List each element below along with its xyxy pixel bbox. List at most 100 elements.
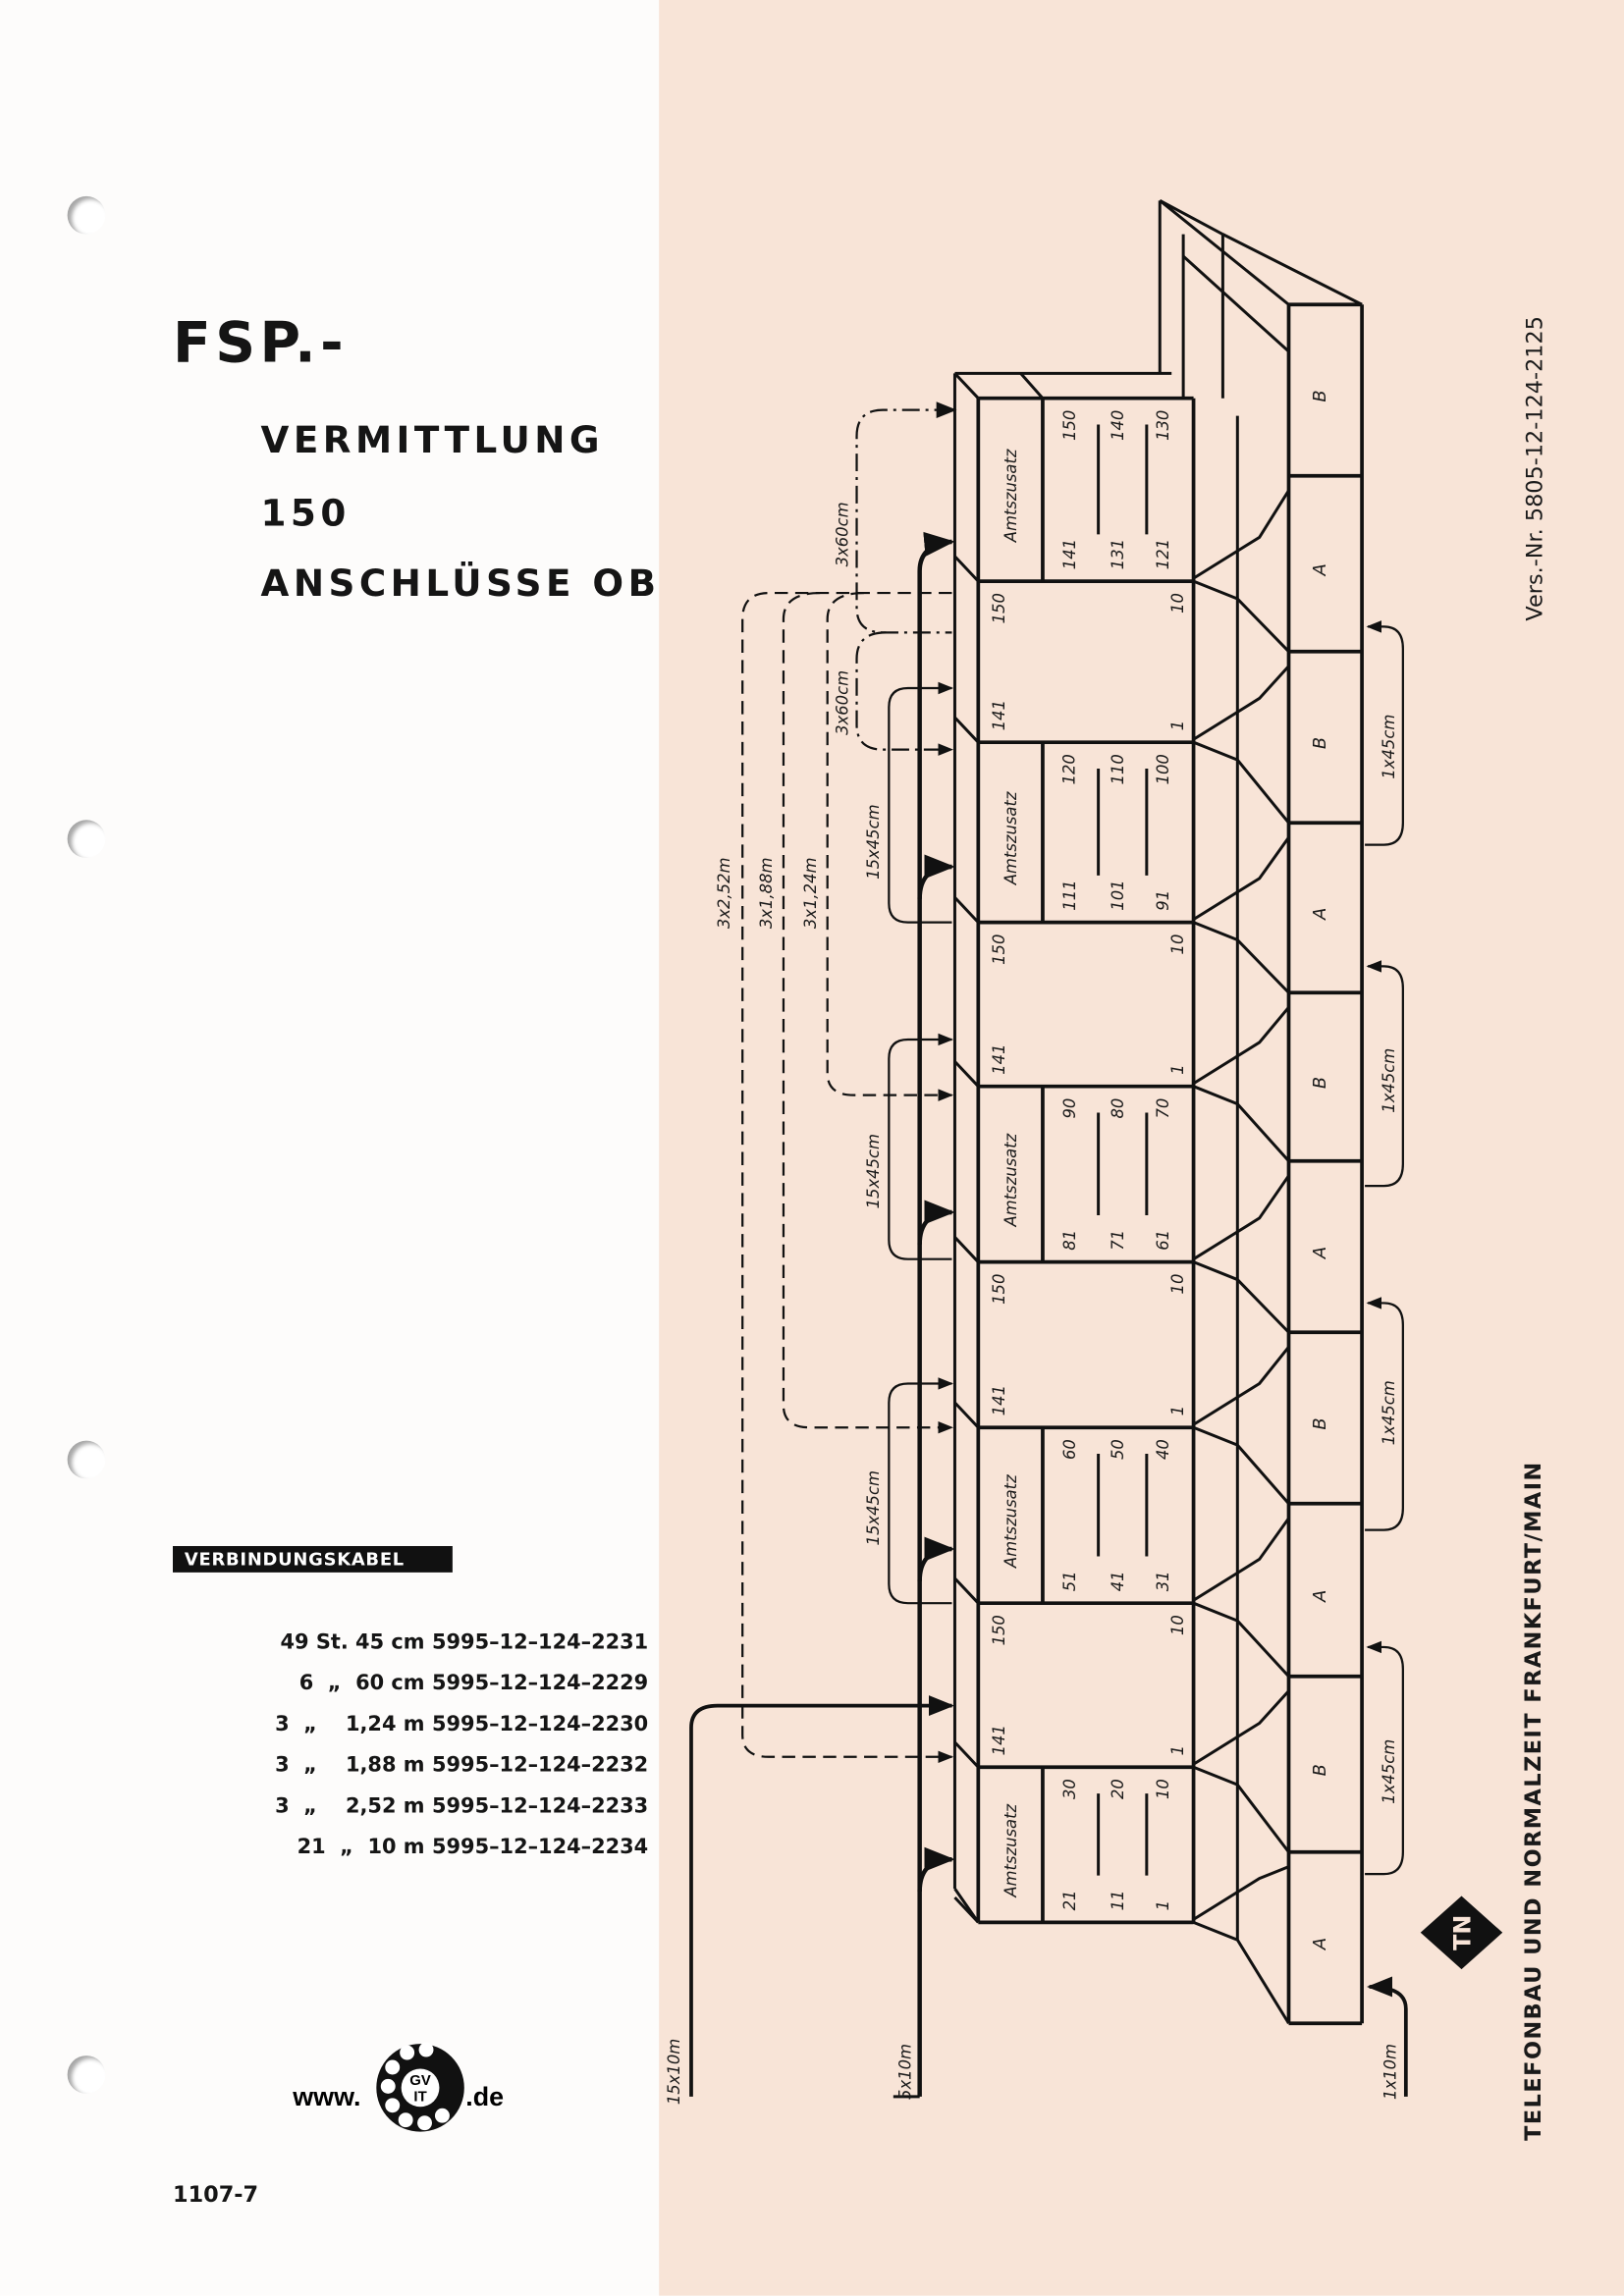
section-bevel <box>953 1236 980 1263</box>
rack-top <box>1221 233 1363 306</box>
cable-label-60cm: 3x60cm <box>834 502 852 566</box>
funnel-line <box>1193 579 1290 653</box>
cable-15x45cm <box>888 681 954 924</box>
line-number-top: 70 <box>1154 1098 1172 1119</box>
funnel-line <box>1192 1865 1290 1921</box>
cable-label-1x10m: 1x10m <box>1380 2044 1399 2100</box>
base-block-label: B <box>1310 390 1330 401</box>
amtszusatz-label: Amtszusatz <box>1001 791 1020 885</box>
cable-1x45cm <box>1365 1640 1404 1876</box>
cable-quantity: 3 „ 2,52 m <box>275 1794 425 1819</box>
cable-quantity: 49 St. 45 cm <box>280 1630 425 1655</box>
cable-15x45cm <box>888 1377 954 1605</box>
line-number-top: 30 <box>1060 1779 1079 1799</box>
punch-hole <box>67 820 106 859</box>
website-suffix: .de <box>465 2081 505 2111</box>
funnel-line <box>1192 1006 1290 1085</box>
base-block-label: B <box>1310 1764 1330 1776</box>
cable-part-number: 5995–12–124–2229 <box>431 1672 649 1696</box>
rack-top <box>1159 199 1224 236</box>
cable-1x10m <box>1366 1976 1408 2097</box>
cabinet-edge <box>1019 372 1045 400</box>
subscriber-number: 1 <box>1168 1406 1187 1415</box>
funnel-line <box>1192 836 1290 921</box>
line-number-bottom: 51 <box>1060 1571 1079 1591</box>
subscriber-number: 141 <box>990 1725 1008 1755</box>
section-bevel <box>953 1060 980 1088</box>
cable-part-number: 5995–12–124–2234 <box>431 1836 649 1860</box>
cable-5x10m-branch <box>917 1200 955 1245</box>
page-code: 1107-7 <box>172 2181 259 2209</box>
subscriber-number: 10 <box>1168 593 1187 614</box>
section-bevel <box>953 1576 980 1605</box>
funnel-line <box>1193 1260 1290 1334</box>
section-bevel <box>953 555 980 583</box>
cable-label-5x10m: 5x10m <box>896 2044 915 2100</box>
rack-top <box>1182 254 1290 353</box>
amtszusatz-label: Amtszusatz <box>1001 449 1020 543</box>
section-bevel <box>953 896 980 924</box>
subscriber-number: 1 <box>1168 1064 1187 1074</box>
cable-label-15x10m: 15x10m <box>665 2039 683 2105</box>
logo-text-bottom: IT <box>413 2089 426 2105</box>
subscriber-number: 10 <box>1168 1274 1187 1295</box>
cable-3x60cm <box>855 408 952 634</box>
funnel-line <box>1192 489 1290 580</box>
base-block-label: B <box>1310 737 1330 749</box>
section-bevel <box>953 716 980 744</box>
cable-quantity: 3 „ 1,88 m <box>275 1753 425 1778</box>
cable-label-15x45cm: 15x45cm <box>864 1470 883 1545</box>
subscriber-number: 150 <box>990 934 1008 965</box>
funnel-line <box>1193 740 1290 825</box>
funnel-line <box>1192 1517 1290 1602</box>
line-number-bottom: 131 <box>1109 539 1127 569</box>
subscriber-number: 10 <box>1168 1615 1187 1635</box>
line-number-top: 10 <box>1154 1779 1172 1799</box>
section-bevel <box>953 1896 980 1924</box>
cable-5x10m-branch <box>917 854 955 899</box>
base-block-label: A <box>1310 1247 1330 1259</box>
line-number-top: 130 <box>1154 410 1172 441</box>
section-bevel <box>953 1401 980 1429</box>
line-number-top: 80 <box>1109 1098 1127 1119</box>
line-number-top: 110 <box>1109 754 1127 784</box>
base-block-label: B <box>1310 1077 1330 1089</box>
subscriber-number: 141 <box>990 1385 1008 1415</box>
cables-heading: VERBINDUNGSKABEL <box>172 1546 453 1573</box>
funnel-line <box>1193 921 1290 994</box>
base-block-label: A <box>1310 1938 1330 1950</box>
subscriber-number: 150 <box>990 593 1008 623</box>
punch-hole <box>67 1440 106 1479</box>
line-number-top: 90 <box>1060 1098 1079 1119</box>
amtszusatz-label: Amtszusatz <box>1001 1474 1020 1569</box>
base-block-label: A <box>1310 1590 1330 1603</box>
subscriber-number: 1 <box>1168 721 1187 730</box>
cable-5x10m-branch <box>917 1536 955 1581</box>
cable-1x45cm <box>1365 620 1404 846</box>
website-logo: www. GV IT .de <box>293 2038 527 2140</box>
line-number-bottom: 11 <box>1109 1891 1127 1911</box>
cable-label-1x45cm: 1x45cm <box>1380 1739 1398 1804</box>
section-bevel <box>953 372 980 400</box>
line-number-bottom: 61 <box>1154 1230 1172 1251</box>
subscriber-number: 150 <box>990 1615 1008 1645</box>
subscriber-number: 141 <box>990 700 1008 730</box>
cable-label-15x45cm: 15x45cm <box>864 804 883 879</box>
cable-part-number: 5995–12–124–2231 <box>431 1630 649 1655</box>
amtszusatz-label: Amtszusatz <box>1001 1803 1020 1897</box>
line-number-top: 100 <box>1154 754 1172 784</box>
cable-part-number: 5995–12–124–2232 <box>431 1753 649 1778</box>
line-number-bottom: 21 <box>1060 1891 1079 1911</box>
line-number-top: 20 <box>1109 1779 1127 1799</box>
version-number: Vers.-Nr. 5805-12-124-2125 <box>1523 316 1548 621</box>
line-number-top: 150 <box>1060 410 1079 441</box>
funnel-line <box>1193 1920 1290 2025</box>
line-number-bottom: 71 <box>1109 1230 1127 1251</box>
punch-hole <box>67 2056 106 2094</box>
line-number-bottom: 101 <box>1109 880 1127 910</box>
cable-1x45cm <box>1365 960 1404 1188</box>
